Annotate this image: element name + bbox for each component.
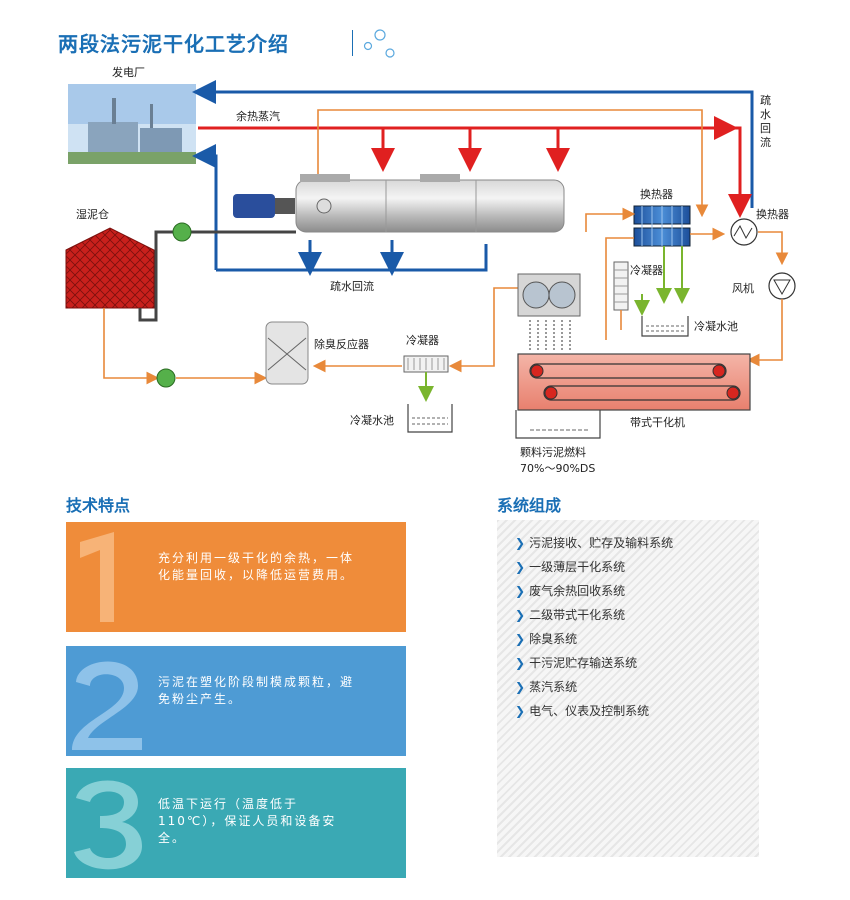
number-2-glyph (72, 661, 142, 750)
features-title: 技术特点 (66, 496, 131, 515)
deodor-reactor-label: 除臭反应器 (314, 337, 369, 351)
deodor-reactor (265, 321, 309, 385)
svg-text:流: 流 (760, 135, 771, 149)
feature-card-1: 充分利用一级干化的余热，一体化能量回收，以降低运营费用。 (66, 522, 406, 632)
wet-sludge-bin (65, 227, 155, 309)
drain-return-label: 疏水回流 (330, 279, 374, 293)
system-item: ❯电气、仪表及控制系统 (515, 704, 650, 718)
system-item: ❯除臭系统 (515, 632, 578, 646)
bubbles-icon (363, 29, 395, 58)
bullet-icon: ❯ (515, 656, 526, 670)
heat-exchanger-2-label: 换热器 (756, 207, 789, 221)
process-diagram: 发电厂 疏 水 回 流 余热蒸汽 疏水回流 湿泥仓 (65, 65, 796, 475)
system-item: ❯废气余热回收系统 (515, 584, 626, 598)
heat-exchanger-1-label: 换热器 (640, 187, 673, 201)
bullet-icon: ❯ (515, 680, 526, 694)
title-divider (352, 30, 353, 56)
power-plant-image (68, 84, 196, 164)
drain-return-pipe-top (192, 80, 754, 208)
belt-dryer-label: 带式干化机 (630, 415, 685, 429)
svg-text:水: 水 (760, 108, 771, 121)
bullet-icon: ❯ (515, 632, 526, 646)
exhaust-pump-icon (156, 368, 176, 388)
condensate-pool-left-label: 冷凝水池 (350, 413, 394, 427)
svg-text:回: 回 (760, 122, 771, 135)
exhaust-pipe-top (317, 109, 709, 218)
cyclone-separator (517, 273, 581, 352)
power-plant-label: 发电厂 (112, 65, 145, 79)
condenser-bottom-label: 冷凝器 (406, 333, 439, 347)
waste-heat-steam-label: 余热蒸汽 (236, 109, 280, 123)
feature-text-3: 低温下运行（温度低于110℃），保证人员和设备安全。 (158, 797, 337, 845)
fan-label: 风机 (732, 281, 754, 295)
page-title: 两段法污泥干化工艺介绍 (58, 32, 289, 56)
granule-hopper (515, 410, 601, 439)
feature-card-2: 污泥在塑化阶段制模成颗粒，避免粉尘产生。 (66, 646, 406, 756)
drain-return-right-label: 疏 水 回 流 (760, 93, 771, 149)
belt-dryer (517, 353, 751, 411)
granule-fuel-label: 颗料污泥燃料 (520, 445, 586, 459)
number-1-glyph (80, 532, 114, 622)
bullet-icon: ❯ (515, 536, 526, 550)
bullet-icon: ❯ (515, 608, 526, 622)
wet-sludge-bin-label: 湿泥仓 (76, 207, 109, 221)
number-3-glyph (74, 780, 142, 870)
bullet-icon: ❯ (515, 560, 526, 574)
system-item: ❯一级薄层干化系统 (515, 560, 626, 574)
heat-exchanger-2-icon (730, 218, 758, 246)
system-item: ❯污泥接收、贮存及输料系统 (515, 536, 674, 550)
system-item: ❯蒸汽系统 (515, 680, 578, 694)
feature-text-1: 充分利用一级干化的余热，一体化能量回收，以降低运营费用。 (158, 551, 355, 582)
feature-text-2: 污泥在塑化阶段制模成颗粒，避免粉尘产生。 (158, 675, 355, 706)
condensate-pool-right-label: 冷凝水池 (694, 319, 738, 333)
bullet-icon: ❯ (515, 584, 526, 598)
condensate-pool-left (407, 404, 453, 433)
feature-card-3: 低温下运行（温度低于110℃），保证人员和设备安全。 (66, 768, 406, 878)
system-components-box: ❯污泥接收、贮存及输料系统 ❯一级薄层干化系统 ❯废气余热回收系统 ❯二级带式干… (497, 520, 759, 857)
thin-film-dryer (233, 174, 565, 233)
heat-exchanger-1 (633, 205, 691, 247)
system-title: 系统组成 (497, 496, 562, 515)
bullet-icon: ❯ (515, 704, 526, 718)
feed-pump-icon (172, 222, 192, 242)
condensate-pool-right (641, 316, 689, 337)
svg-text:疏: 疏 (760, 93, 771, 107)
system-item: ❯二级带式干化系统 (515, 608, 626, 622)
granule-ds-label: 70%～90%DS (520, 462, 595, 475)
condenser-top-label: 冷凝器 (630, 263, 663, 277)
system-item: ❯干污泥贮存输送系统 (515, 656, 638, 670)
fan-icon (768, 272, 796, 300)
